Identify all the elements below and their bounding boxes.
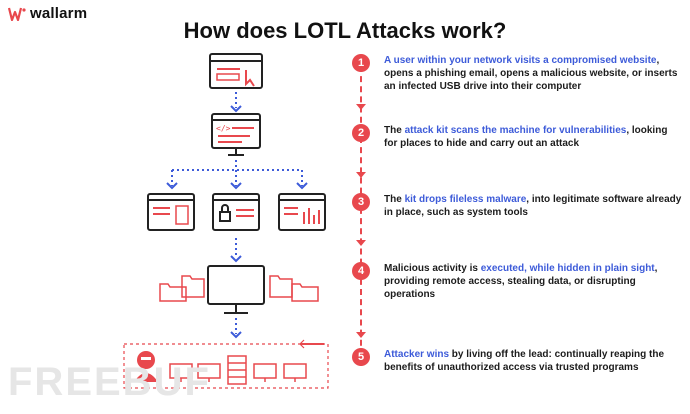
chart-window-icon xyxy=(278,193,326,231)
step-badge: 4 xyxy=(352,262,370,280)
step-badge: 1 xyxy=(352,54,370,72)
watermark: FREEBUF xyxy=(8,360,211,404)
step-badge: 2 xyxy=(352,124,370,142)
step-highlight: A user within your network visits a comp… xyxy=(384,55,657,66)
step-text: Malicious activity is executed, while hi… xyxy=(384,262,682,301)
step-pre: Malicious activity is xyxy=(384,263,481,274)
step-text: Attacker wins by living off the lead: co… xyxy=(384,348,682,374)
timeline-arrow-3 xyxy=(356,240,366,246)
step-pre: The xyxy=(384,125,405,136)
browser-window-icon xyxy=(209,53,263,89)
folder-icons-left xyxy=(159,275,205,302)
timeline-connector xyxy=(360,66,362,366)
code-monitor-icon: </> xyxy=(211,113,261,156)
step-highlight: kit drops fileless malware xyxy=(404,194,527,205)
step-body: , providing remote access, stealing data… xyxy=(384,263,658,300)
step-text: A user within your network visits a comp… xyxy=(384,54,682,93)
step-body: , into legitimate software already in pl… xyxy=(384,194,682,218)
step-body: by living off the lead: continually reap… xyxy=(384,349,665,373)
svg-text:</>: </> xyxy=(216,124,231,133)
step-text: The attack kit scans the machine for vul… xyxy=(384,124,682,150)
step-highlight: attack kit scans the machine for vulnera… xyxy=(404,125,627,136)
timeline-arrow-4 xyxy=(356,332,366,338)
step-body: , looking for places to hide and carry o… xyxy=(384,125,668,149)
timeline-arrow-1 xyxy=(356,104,366,110)
endpoint-monitor-icons xyxy=(169,355,307,385)
brand-logo: wallarm xyxy=(8,5,87,22)
timeline-arrow-2 xyxy=(356,172,366,178)
step-text: The kit drops fileless malware, into leg… xyxy=(384,193,682,219)
step-highlight: executed, while hidden in plain sight xyxy=(480,263,655,274)
lock-window-icon xyxy=(212,193,260,231)
step-badge: 3 xyxy=(352,193,370,211)
brand-name: wallarm xyxy=(30,5,88,22)
hacker-icon xyxy=(134,351,158,382)
attack-flow-illustration: </> xyxy=(123,53,329,389)
step-pre: The xyxy=(384,194,405,205)
step-badge: 5 xyxy=(352,348,370,366)
step-highlight: Attacker wins xyxy=(384,349,450,360)
wallarm-logo-icon xyxy=(8,7,26,21)
step-body: , opens a phishing email, opens a malici… xyxy=(384,55,678,92)
app-window-icon xyxy=(147,193,195,231)
folder-icons-right xyxy=(269,275,319,302)
page-title: How does LOTL Attacks work? xyxy=(183,18,507,43)
central-monitor-icon xyxy=(207,265,265,314)
